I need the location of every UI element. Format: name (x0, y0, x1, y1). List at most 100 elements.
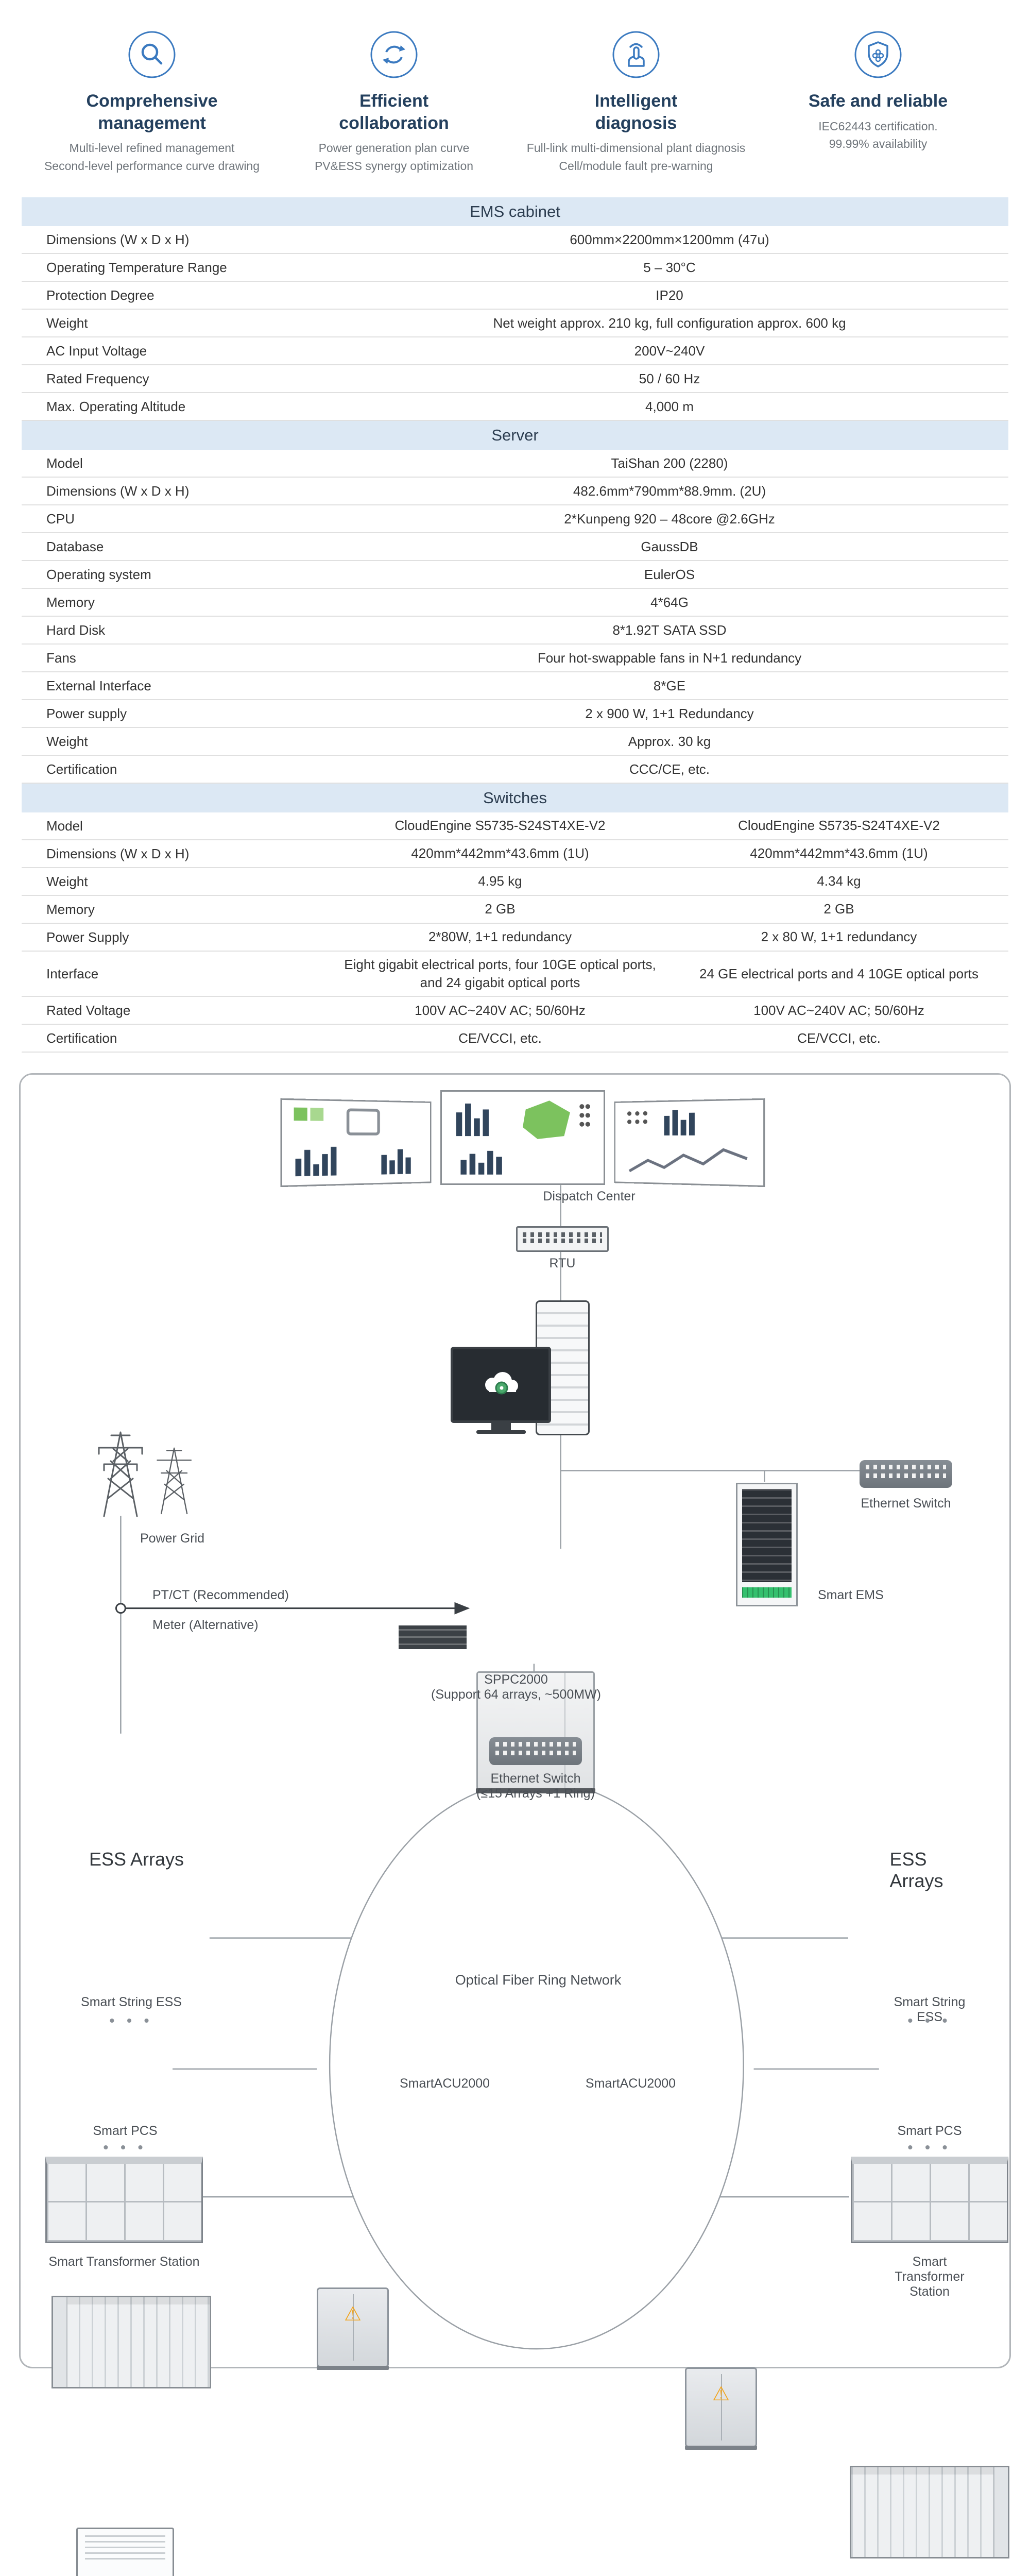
row-value: 2*Kunpeng 920 – 48core @2.6GHz (564, 511, 775, 527)
rtu-ports (523, 1232, 602, 1238)
smart-string-ess-left (52, 2296, 211, 2389)
power-grid-towers-icon (98, 1431, 192, 1517)
table-row: Protection Degree IP20 (22, 282, 1008, 310)
row-value-1: 2*80W, 1+1 redundancy (428, 929, 572, 945)
diagram-connection-lines (115, 1185, 894, 2350)
row-value: 200V~240V (634, 343, 705, 359)
feature-highlights: Comprehensive management Multi-level ref… (0, 0, 1030, 179)
row-label: External Interface (46, 677, 151, 693)
smart-transformer-station-left (45, 2157, 203, 2244)
row-label: Rated Voltage (46, 1002, 131, 1018)
row-label: Dimensions (W x D x H) (46, 483, 190, 499)
sppc2000-cabinet (476, 1671, 595, 1794)
row-label: Operating system (46, 566, 151, 582)
row-value-2: 420mm*442mm*43.6mm (1U) (750, 845, 928, 861)
row-label: Interface (46, 965, 99, 981)
ess-arrays-heading-right: ESS Arrays (889, 1849, 943, 1892)
smart-string-ess-right-label: Smart String ESS (894, 1995, 966, 2025)
row-value: IP20 (656, 287, 683, 303)
section-header-server: Server (22, 421, 1008, 450)
smart-string-ess-right (850, 2466, 1009, 2559)
smart-ems-cabinet (736, 1483, 798, 1607)
row-label: Weight (46, 873, 88, 889)
table-row: Dimensions (W x D x H)600mm×2200mm×1200m… (22, 226, 1008, 254)
screen-chart-graphics (456, 1100, 590, 1175)
table-row: Model CloudEngine S5735-S24ST4XE-V2 CloudE… (22, 812, 1008, 840)
dispatch-screen-center (440, 1090, 605, 1185)
row-label: AC Input Voltage (46, 343, 147, 359)
row-value: 4*64G (650, 594, 689, 610)
row-value: 5 – 30°C (643, 259, 696, 275)
row-label: Rated Frequency (46, 370, 149, 386)
smart-acu2000-left-label: SmartACU2000 (400, 2076, 490, 2091)
feature-subtitle: IEC62443 certification. 99.99% availabil… (818, 119, 938, 151)
management-monitor (451, 1347, 551, 1434)
row-value: 50 / 60 Hz (639, 370, 700, 386)
row-label: Fans (46, 650, 76, 666)
ethernet-switch-ring (489, 1737, 582, 1766)
rtu-ports (523, 1239, 602, 1244)
row-value: 2 x 900 W, 1+1 Redundancy (585, 705, 754, 721)
ellipsis-dots: • • • (907, 2012, 952, 2029)
row-value-2: 100V AC~240V AC; 50/60Hz (753, 1002, 924, 1018)
smart-ems-label: Smart EMS (818, 1588, 884, 1603)
smart-pcs-left (76, 2528, 174, 2576)
table-row: Weight Approx. 30 kg (22, 728, 1008, 756)
shield-icon (854, 31, 902, 78)
ellipsis-dots: • • • (103, 2139, 147, 2156)
optical-ring-label: Optical Fiber Ring Network (455, 1972, 622, 1988)
smart-string-ess-left-label: Smart String ESS (81, 1995, 182, 2010)
feature-intelligent-diagnosis: Intelligent diagnosis Full-link multi-di… (515, 30, 757, 175)
smart-pcs-left-label: Smart PCS (93, 2124, 158, 2139)
dispatch-center-label: Dispatch Center (543, 1189, 636, 1204)
row-value: EulerOS (644, 566, 695, 582)
ethernet-switch-ring-label: Ethernet Switch (≤15 Arrays +1 Ring) (476, 1771, 595, 1801)
warning-triangle-icon: ⚠ (344, 2303, 362, 2326)
switch-ports (495, 1751, 576, 1756)
dispatch-screen-left (280, 1098, 432, 1188)
row-label: Operating Temperature Range (46, 259, 227, 275)
ethernet-switch-top (860, 1460, 952, 1488)
row-value: GaussDB (641, 538, 698, 554)
feature-title: Efficient collaboration (339, 91, 449, 133)
row-value-2: 2 GB (823, 901, 854, 917)
table-row: AC Input Voltage 200V~240V (22, 337, 1008, 365)
row-label: Weight (46, 733, 88, 749)
feature-safe-reliable: Safe and reliable IEC62443 certification… (757, 30, 999, 175)
table-row: Dimensions (W x D x H)420mm*442mm*43.6mm… (22, 840, 1008, 868)
row-value-1: CloudEngine S5735-S24ST4XE-V2 (394, 818, 606, 834)
row-label: Hard Disk (46, 622, 106, 638)
sppc2000-rack-unit (394, 1622, 471, 1653)
row-value: TaiShan 200 (2280) (611, 455, 728, 471)
feature-title: Comprehensive management (86, 91, 218, 133)
smart-acu2000-left: ⚠ (317, 2287, 389, 2370)
feature-efficient-collaboration: Efficient collaboration Power generation… (273, 30, 515, 175)
monitor-base (476, 1430, 526, 1434)
row-value: 600mm×2200mm×1200mm (47u) (570, 231, 769, 247)
row-label: Power supply (46, 705, 127, 721)
ems-status-display (742, 1587, 792, 1598)
ethernet-switch-top-label: Ethernet Switch (861, 1496, 951, 1511)
ellipsis-dots: • • • (109, 2012, 153, 2029)
row-value-2: CloudEngine S5735-S24T4XE-V2 (738, 818, 940, 834)
smart-transformer-station-right-label: Smart Transformer Station (895, 2255, 965, 2299)
architecture-diagram: Dispatch Center RTU Ethernet Switch Smar… (19, 1073, 1011, 2576)
smart-transformer-station-right (851, 2157, 1008, 2244)
row-label: Protection Degree (46, 287, 154, 303)
meter-label: Meter (Alternative) (152, 1618, 259, 1633)
row-value: Approx. 30 kg (628, 733, 711, 749)
row-value-2: CE/VCCI, etc. (797, 1030, 881, 1046)
row-label: Weight (46, 315, 88, 331)
row-value-2: 4.34 kg (817, 873, 861, 889)
ems-rack-panel (742, 1489, 792, 1583)
row-label: Model (46, 818, 83, 834)
